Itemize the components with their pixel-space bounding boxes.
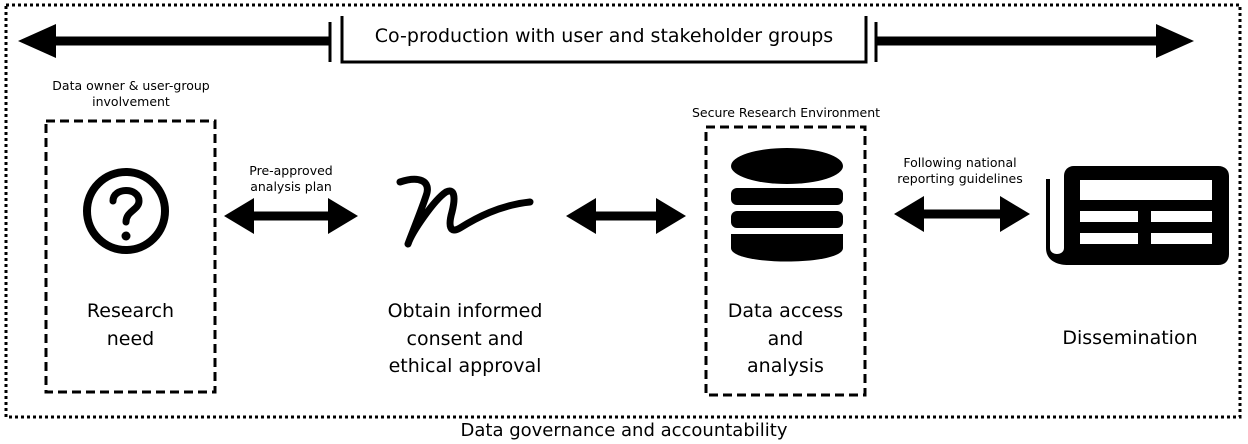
connector-arrow-1	[224, 198, 358, 234]
stage-3-label-line2: and	[767, 327, 804, 350]
connector-1-note-line2: analysis plan	[250, 178, 332, 194]
connector-3-note-line1: Following national	[903, 155, 1017, 170]
stage-3-top-note: Secure Research Environment	[691, 105, 881, 120]
newspaper-icon	[1046, 166, 1229, 265]
connector-1-note-line1: Pre-approved	[249, 163, 333, 178]
footer-label: Data governance and accountability	[460, 420, 788, 441]
stage-4-label: Dissemination	[1062, 327, 1198, 349]
stage-1-label: Research need	[46, 298, 215, 353]
stage-1-top-note-line1: Data owner & user-group	[52, 78, 210, 93]
stage-1-label-line1: Research	[86, 300, 175, 322]
stage-3-label: Data access and analysis	[706, 298, 865, 381]
research-need-box	[44, 119, 217, 394]
stage-2-label-line1: Obtain informed	[387, 300, 543, 322]
stage-2-label-line3: ethical approval	[388, 355, 542, 378]
connector-3-note-line2: reporting guidelines	[897, 170, 1023, 186]
stage-2-label-line2: consent and	[406, 327, 524, 350]
question-circle-icon	[83, 168, 169, 254]
stage-1-top-note: Data owner & user-group involvement	[26, 78, 236, 109]
stage-2-label: Obtain informed consent and ethical appr…	[360, 298, 570, 381]
banner-label: Co-production with user and stakeholder …	[374, 25, 834, 47]
stage-1-top-note-line2: involvement	[92, 93, 170, 109]
stage-3-label-line3: analysis	[747, 355, 824, 378]
connector-1-note: Pre-approved analysis plan	[226, 163, 356, 194]
co-production-arrow	[18, 16, 1194, 64]
connector-arrow-2	[566, 198, 686, 234]
stage-1-label-line2: need	[106, 327, 155, 350]
connector-arrow-3	[894, 196, 1030, 232]
banner-bracket	[340, 16, 868, 64]
database-icon	[731, 148, 843, 262]
stage-3-label-line1: Data access	[727, 300, 844, 322]
secure-environment-box	[704, 125, 867, 397]
signature-icon	[396, 175, 534, 248]
governance-frame	[4, 3, 1242, 419]
connector-3-note: Following national reporting guidelines	[880, 155, 1040, 186]
